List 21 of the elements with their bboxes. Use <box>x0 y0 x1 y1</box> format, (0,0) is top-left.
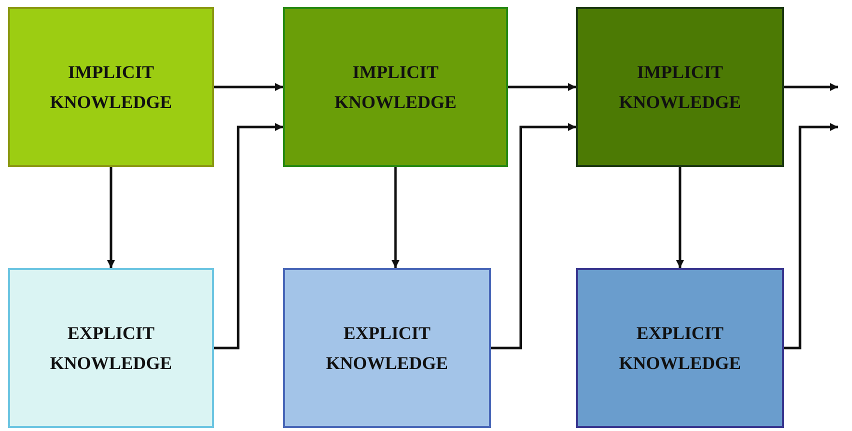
knowledge-box <box>576 268 784 428</box>
arrow <box>214 83 283 91</box>
box-label: IMPLICIT KNOWLEDGE <box>50 61 172 114</box>
box-label: EXPLICIT KNOWLEDGE <box>326 322 448 375</box>
knowledge-box <box>283 7 508 167</box>
arrow <box>214 123 283 350</box>
knowledge-box <box>576 7 784 167</box>
arrow <box>491 123 576 350</box>
box-label: EXPLICIT KNOWLEDGE <box>50 322 172 375</box>
knowledge-box <box>8 7 214 167</box>
box-label: IMPLICIT KNOWLEDGE <box>618 61 741 114</box>
knowledge-box <box>283 268 491 428</box>
box-label: EXPLICIT KNOWLEDGE <box>618 322 741 375</box>
arrow <box>784 123 838 350</box>
arrow <box>676 167 684 268</box>
box-label: IMPLICIT KNOWLEDGE <box>334 61 456 114</box>
arrow <box>107 167 115 268</box>
knowledge-box <box>8 268 214 428</box>
arrow <box>508 83 576 91</box>
arrow <box>392 167 400 268</box>
arrow <box>784 83 838 91</box>
